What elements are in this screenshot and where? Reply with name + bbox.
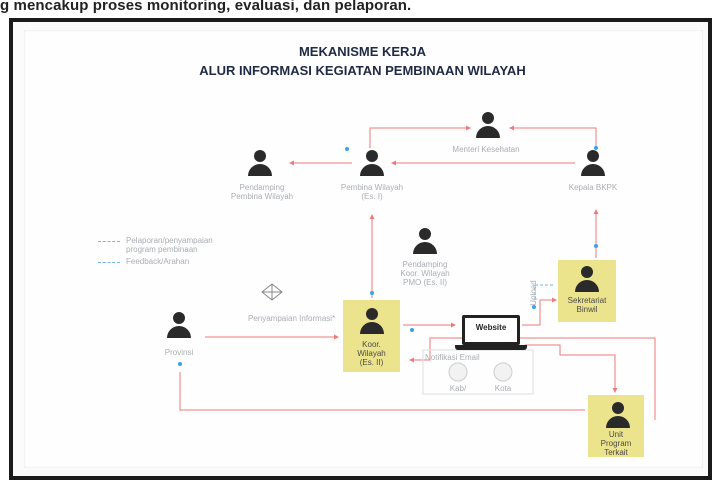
edge-pembina-menteri: [369, 125, 471, 148]
person-icon: [473, 112, 503, 142]
pembina-sub: (Es. I): [361, 192, 383, 201]
feedback-dot: [594, 244, 598, 248]
unit-label-3: Terkait: [604, 448, 628, 457]
menteri-label: Menteri Kesehatan: [452, 145, 520, 154]
person-icon: [357, 308, 387, 338]
legend-line-blue: [98, 262, 120, 263]
kepala-bkpk-label: Kepala BKPK: [568, 183, 618, 192]
penyampaian-label: Penyampaian Informasi*: [248, 314, 336, 323]
pendamping-pembina-label: Pendamping: [239, 183, 285, 192]
notifikasi-box: [422, 349, 534, 395]
kota-icon: [493, 362, 513, 382]
sekretariat-label-2: Binwil: [576, 305, 598, 314]
person-icon: [410, 228, 440, 258]
website-label: Website: [475, 323, 507, 332]
koor-label-1: Koor.: [362, 340, 381, 349]
edge-bkpk-menteri: [509, 125, 597, 148]
laptop-icon: [462, 315, 520, 345]
unit-label-2: Program: [600, 439, 632, 448]
feedback-dot: [532, 305, 536, 309]
diagram-title: MEKANISME KERJA: [298, 44, 427, 59]
sekretariat-label-1: Sekretariat: [567, 296, 607, 305]
person-icon: [578, 150, 608, 180]
edge-unit-provinsi: [179, 372, 585, 411]
edge-upload: [534, 284, 555, 300]
person-icon: [164, 312, 194, 342]
legend-label-2: Feedback/Arahan: [126, 257, 190, 266]
person-icon: [603, 402, 633, 432]
page-caption: g mencakup proses monitoring, evaluasi, …: [0, 0, 412, 14]
notifikasi-label: Notifikasi Email: [425, 353, 480, 362]
unit-label-1: Unit: [608, 430, 624, 439]
pendamping-koor-label-1: Pendamping: [402, 260, 448, 269]
feedback-dot: [370, 291, 374, 295]
envelope-icon: [261, 283, 283, 301]
legend-line-red: [98, 241, 120, 242]
pendamping-koor-label-2: Koor. Wilayah: [400, 269, 450, 278]
feedback-dot: [345, 147, 349, 151]
legend-label-1a: Pelaporan/penyampaian: [126, 236, 213, 245]
edge-website-unit: [525, 344, 618, 393]
kab-label: Kab/: [449, 384, 467, 393]
person-icon: [357, 150, 387, 180]
person-icon: [572, 266, 602, 296]
kota-label: Kota: [494, 384, 512, 393]
feedback-dot: [178, 362, 182, 366]
diagram-subtitle: ALUR INFORMASI KEGIATAN PEMBINAAN WILAYA…: [199, 63, 526, 78]
kab-icon: [448, 362, 468, 382]
feedback-dot: [594, 146, 598, 150]
feedback-dot: [410, 328, 414, 332]
edge-website-sekretariat: [522, 297, 557, 326]
laptop-base: [455, 345, 527, 350]
koor-label-2: Wilayah: [357, 349, 386, 358]
pembina-label: Pembina Wilayah: [340, 183, 404, 192]
koor-label-3: (Es. II): [359, 358, 384, 367]
person-icon: [245, 150, 275, 180]
legend-label-1b: program pembinaan: [126, 245, 198, 254]
pendamping-koor-label-3: PMO (Es. II): [403, 278, 447, 287]
pendamping-pembina-sub: Pembina Wilayah: [230, 192, 294, 201]
upload-label: Upload: [529, 280, 538, 306]
provinsi-label: Provinsi: [164, 348, 194, 357]
